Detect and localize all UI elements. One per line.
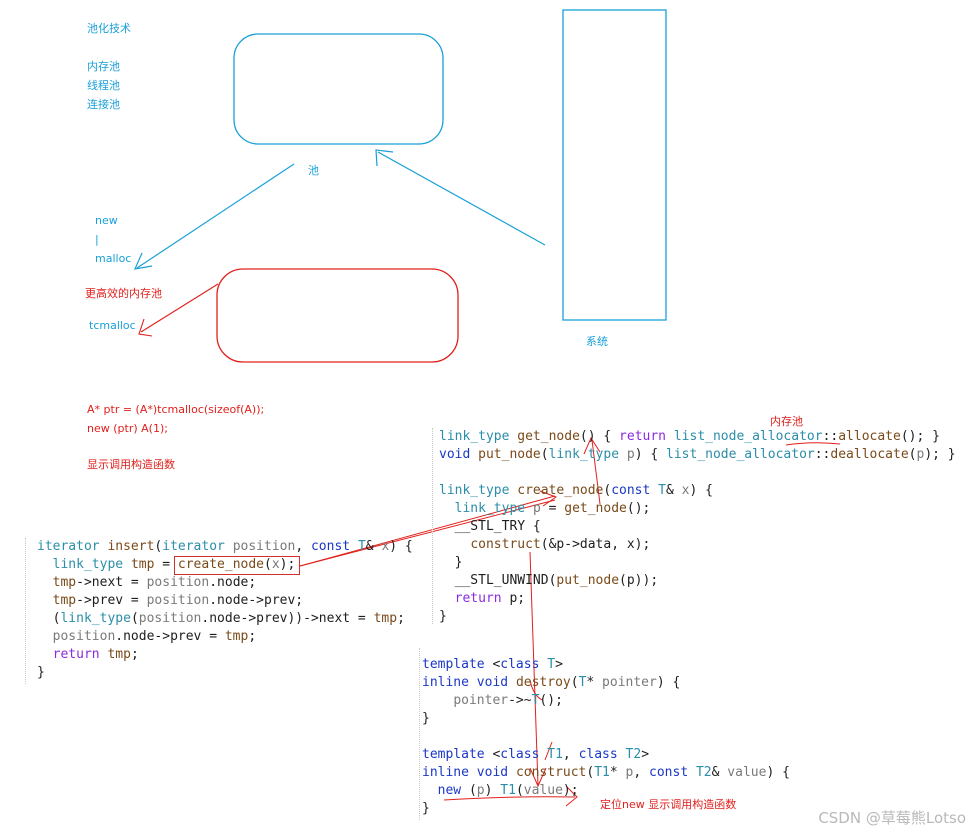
code-block-alloc: link_type get_node() { return list_node_… bbox=[439, 429, 956, 624]
bar-label: | bbox=[95, 233, 99, 246]
code-block-insert: iterator insert(iterator position, const… bbox=[37, 539, 413, 680]
placement-new-code-line: new (ptr) A(1); bbox=[87, 422, 168, 435]
link-get-node bbox=[591, 439, 601, 505]
link-construct bbox=[529, 551, 539, 786]
arrow-efficient-to-tcmalloc bbox=[140, 283, 219, 333]
watermark: CSDN @草莓熊Lotso bbox=[818, 809, 966, 827]
malloc-label: malloc bbox=[95, 252, 132, 265]
thread-pool-label: 线程池 bbox=[87, 79, 120, 92]
arrow-head-create-node bbox=[539, 490, 558, 507]
efficient-pool-box bbox=[216, 268, 459, 363]
memory-pool-annotation: 内存池 bbox=[770, 415, 803, 428]
code-gutter-template bbox=[419, 648, 420, 820]
tcmalloc-code-line: A* ptr = (A*)tcmalloc(sizeof(A)); bbox=[87, 403, 265, 416]
arrow-head-pool bbox=[375, 149, 394, 167]
underline-allocator bbox=[785, 442, 841, 446]
arrow-system-to-pool bbox=[377, 151, 546, 246]
code-gutter-alloc bbox=[432, 428, 433, 624]
code-gutter-insert bbox=[25, 538, 26, 684]
link-create-node bbox=[299, 495, 556, 567]
arrow-head-malloc bbox=[134, 252, 153, 270]
mark-destroy bbox=[529, 679, 543, 701]
memory-pool-label: 内存池 bbox=[87, 60, 120, 73]
system-label: 系统 bbox=[586, 335, 608, 348]
connection-pool-label: 连接池 bbox=[87, 98, 120, 111]
arrow-head-tcmalloc bbox=[138, 318, 153, 337]
underline-placement-new bbox=[443, 796, 576, 801]
arrow-head-construct bbox=[529, 767, 547, 788]
placement-new-annotation: 定位new 显示调用构造函数 bbox=[600, 798, 737, 811]
new-label: new bbox=[95, 214, 118, 227]
pooling-title: 池化技术 bbox=[87, 22, 131, 35]
pool-box bbox=[233, 33, 444, 145]
system-box bbox=[562, 9, 667, 321]
code-block-template: template <class T> inline void destroy(T… bbox=[422, 657, 790, 816]
mark-class-t1 bbox=[544, 741, 553, 761]
tcmalloc-label: tcmalloc bbox=[89, 319, 136, 332]
create-node-highlight bbox=[174, 556, 300, 575]
efficient-pool-label: 更高效的内存池 bbox=[85, 287, 162, 300]
arrow-pool-to-malloc bbox=[136, 163, 295, 269]
pool-label: 池 bbox=[308, 164, 319, 177]
arrow-head-get-node bbox=[583, 436, 601, 455]
explicit-ctor-label: 显示调用构造函数 bbox=[87, 458, 175, 471]
link-create-node-2 bbox=[299, 499, 556, 567]
arrow-head-placement-new bbox=[565, 785, 578, 807]
